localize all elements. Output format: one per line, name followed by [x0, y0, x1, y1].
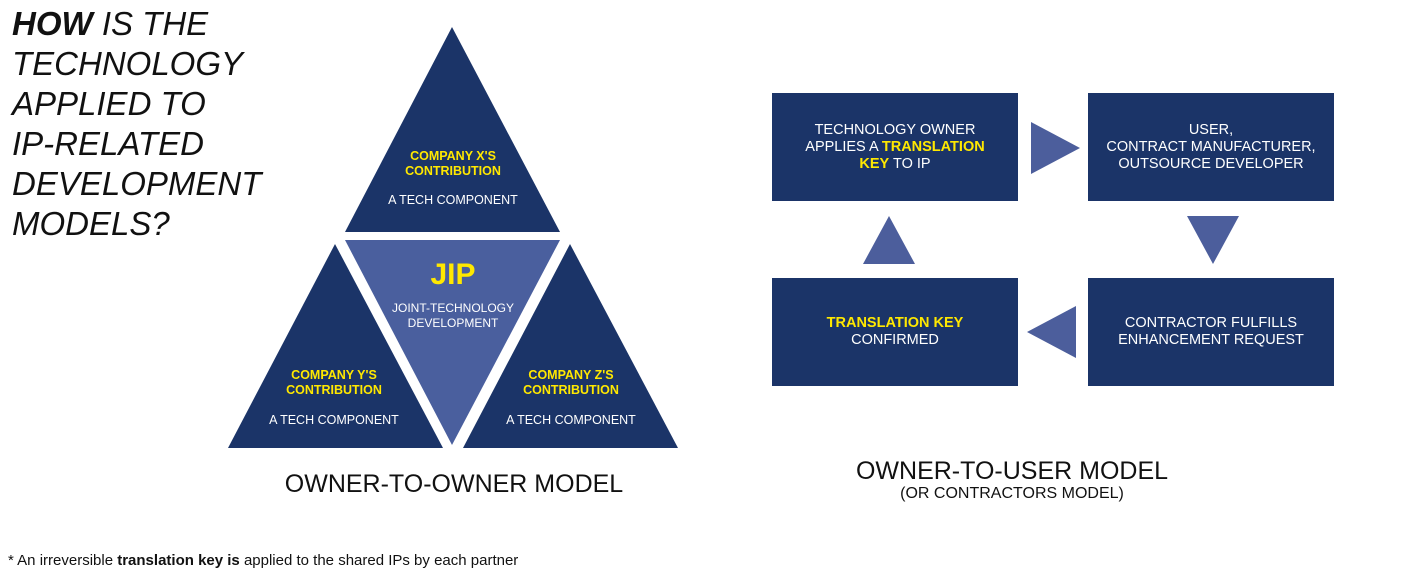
box3-line1: CONTRACTOR FULFILLS	[1124, 315, 1298, 331]
owner-to-user-caption-line1: OWNER-TO-USER MODEL	[855, 457, 1169, 485]
box1-line1: TECHNOLOGY OWNER	[814, 121, 976, 138]
box1-line3-highlight: KEY	[859, 155, 890, 172]
box-user: USER, CONTRACT MANUFACTURER, OUTSOURCE D…	[1088, 93, 1334, 201]
footnote-post: applied to the shared IPs by each partne…	[239, 552, 519, 569]
footnote: * An irreversible translation key is app…	[8, 552, 518, 569]
box1-line2-pre: APPLIES A	[805, 138, 882, 155]
jip-sub-line1: JOINT-TECHNOLOGY	[392, 301, 514, 315]
box-technology-owner: TECHNOLOGY OWNER APPLIES A TRANSLATION K…	[772, 93, 1018, 201]
title-line-1: HOW IS THE	[12, 4, 312, 44]
owner-to-owner-caption: OWNER-TO-OWNER MODEL	[284, 470, 624, 498]
box2-line3: OUTSOURCE DEVELOPER	[1118, 155, 1304, 172]
arrow-down-icon	[1187, 216, 1239, 264]
company-z-sub: A TECH COMPONENT	[506, 413, 636, 427]
owner-to-user-caption: OWNER-TO-USER MODEL (OR CONTRACTORS MODE…	[812, 457, 1212, 503]
company-x-name-line1: COMPANY X'S	[410, 149, 496, 163]
company-y-name-line1: COMPANY Y'S	[291, 368, 377, 382]
jip-sub-line2: DEVELOPMENT	[408, 316, 499, 330]
company-z-name-line2: CONTRIBUTION	[523, 383, 619, 397]
triangle-company-y	[228, 244, 443, 448]
box1-line3-post: TO IP	[889, 155, 931, 172]
title-line-6: MODELS?	[12, 205, 170, 242]
title-line-1-rest: IS THE	[92, 5, 209, 42]
box1-line3: KEY TO IP	[859, 156, 930, 173]
box2-line2: CONTRACT MANUFACTURER,	[1106, 138, 1316, 155]
page-title: HOW IS THE TECHNOLOGY APPLIED TO IP-RELA…	[12, 4, 312, 244]
footnote-pre: * An irreversible	[8, 552, 118, 569]
footnote-bold: translation key is	[117, 552, 240, 569]
company-x-name-line2: CONTRIBUTION	[405, 164, 501, 178]
box-contractor-fulfills: CONTRACTOR FULFILLS ENHANCEMENT REQUEST	[1088, 278, 1334, 386]
triangle-jip	[345, 240, 560, 445]
box-translation-key-confirmed: TRANSLATION KEY CONFIRMED	[772, 278, 1018, 386]
owner-to-user-caption-line2: (OR CONTRACTORS MODEL)	[900, 485, 1124, 502]
company-y-name-line2: CONTRIBUTION	[286, 383, 382, 397]
box1-line2-highlight: TRANSLATION	[881, 138, 985, 155]
arrow-right-icon	[1031, 122, 1080, 174]
box4-line1: TRANSLATION KEY	[826, 315, 964, 331]
title-line-5: DEVELOPMENT	[12, 165, 262, 202]
title-line-3: APPLIED TO	[12, 85, 206, 122]
title-line-2: TECHNOLOGY	[12, 45, 244, 82]
arrow-up-icon	[863, 216, 915, 264]
box2-line1: USER,	[1188, 121, 1234, 138]
box3-line2: ENHANCEMENT REQUEST	[1118, 332, 1304, 348]
title-line-4: IP-RELATED	[12, 125, 204, 162]
triangle-company-z	[463, 244, 678, 448]
company-x-sub: A TECH COMPONENT	[388, 193, 518, 207]
triangle-company-x	[345, 27, 560, 232]
arrow-left-icon	[1027, 306, 1076, 358]
company-y-sub: A TECH COMPONENT	[269, 413, 399, 427]
box4-line2: CONFIRMED	[851, 332, 939, 348]
box1-line2: APPLIES A TRANSLATION	[805, 139, 984, 156]
jip-label: JIP	[430, 258, 475, 291]
company-z-name-line1: COMPANY Z'S	[528, 368, 613, 382]
title-bold-word: HOW	[12, 5, 93, 42]
